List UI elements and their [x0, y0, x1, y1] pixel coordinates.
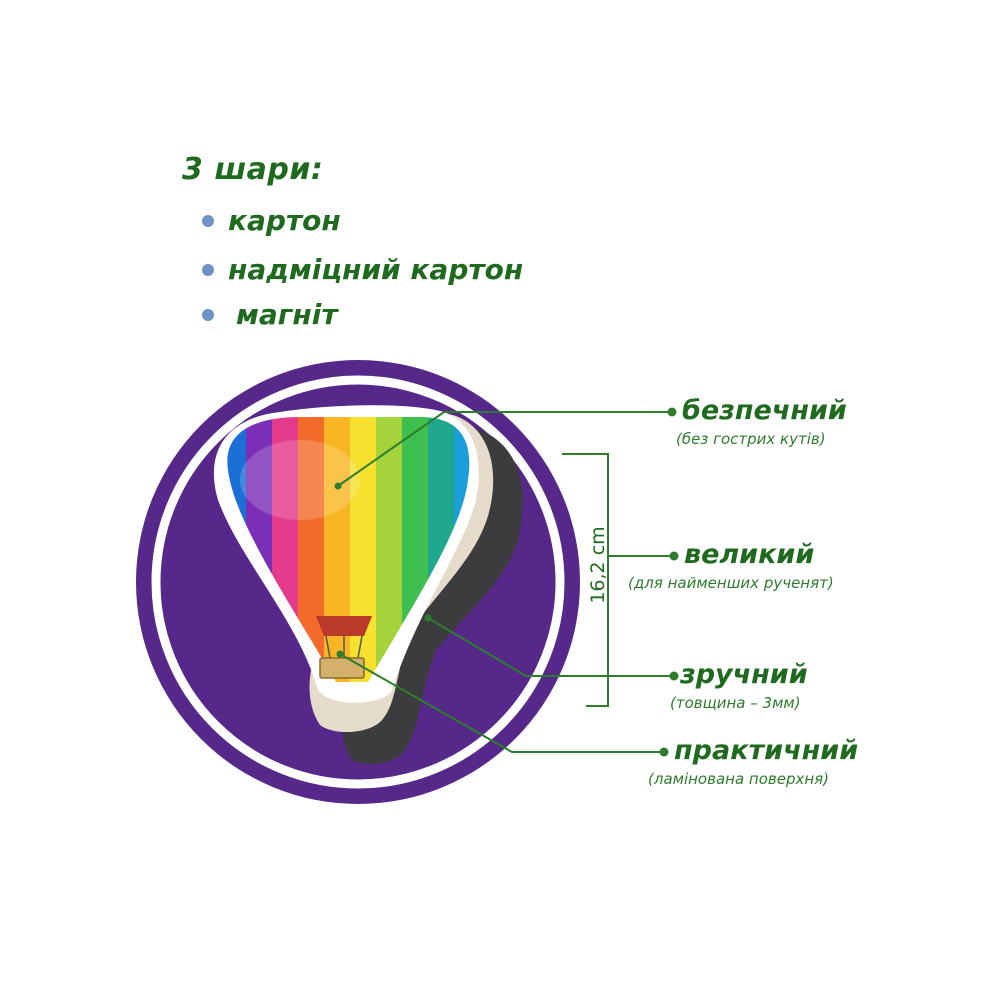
feature-safe: безпечний (без гострих кутів) — [676, 395, 847, 449]
layer-item-cardboard: картон — [202, 204, 341, 237]
layer-label: картон — [228, 204, 341, 237]
layer-label: надміцний картон — [228, 253, 524, 286]
bullet-dot-icon — [202, 308, 214, 321]
callout-dot — [336, 650, 344, 658]
layer-item-strong-cardboard: надміцний картон — [202, 253, 523, 286]
badge-inner-ring — [151, 375, 565, 789]
feature-title: практичний — [674, 735, 859, 766]
feature-big: великий (для найменших рученят) — [628, 539, 834, 593]
bullet-dot-icon — [202, 214, 214, 227]
callout-dot — [334, 482, 342, 490]
callout-line-convenient — [427, 617, 527, 677]
callout-dot — [424, 614, 432, 622]
callout-line-practical — [339, 653, 664, 753]
layer-item-magnet: магніт — [202, 298, 338, 331]
feature-note: (без гострих кутів) — [676, 430, 826, 448]
feature-convenient: зручний (товщина – 3мм) — [670, 659, 808, 713]
callout-dot — [659, 747, 669, 757]
callout-dot — [669, 551, 679, 561]
feature-title: великий — [684, 539, 815, 570]
feature-title: безпечний — [682, 395, 847, 426]
callout-dot — [669, 671, 679, 681]
dimension-label: 16,2 cm — [587, 526, 609, 604]
feature-note: (для найменших рученят) — [628, 574, 834, 592]
feature-title: зручний — [680, 659, 808, 690]
bullet-dot-icon — [202, 263, 214, 276]
feature-note: (товщина – 3мм) — [670, 694, 801, 712]
feature-note: (ламінована поверхня) — [648, 770, 830, 788]
layers-heading: 3 шари: — [182, 152, 324, 187]
dimension-bracket — [562, 453, 609, 707]
callout-line-safe — [337, 411, 672, 487]
callout-dot — [667, 407, 677, 417]
layer-label: магніт — [236, 298, 338, 331]
balloon-rope — [357, 635, 363, 659]
balloon-skirt — [316, 616, 372, 636]
balloon-rope — [325, 635, 331, 659]
balloon-basket — [319, 657, 365, 679]
feature-practical: практичний (ламінована поверхня) — [648, 735, 859, 789]
